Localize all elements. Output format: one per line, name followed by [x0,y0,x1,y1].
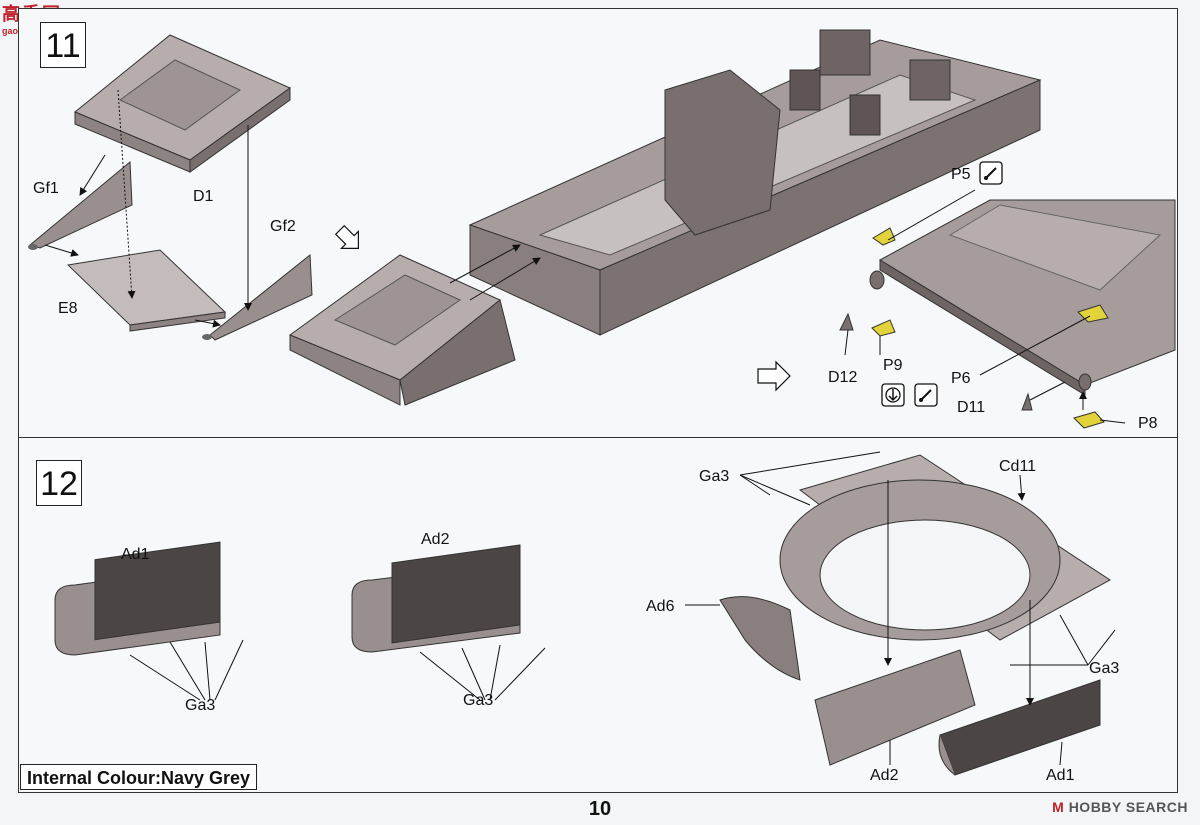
bend-icon [979,161,1003,185]
label-ad2-bottom: Ad2 [870,767,899,784]
part-d12 [839,312,854,331]
label-e8: E8 [58,300,78,317]
part-e8 [66,249,227,332]
label-p6: P6 [951,370,971,387]
part-cd11 [779,454,1111,641]
part-p5 [872,227,896,246]
label-p8: P8 [1138,415,1158,432]
internal-colour-note: Internal Colour:Navy Grey [20,764,258,790]
label-gf1: Gf1 [33,180,59,197]
label-ad2-mid: Ad2 [421,531,450,548]
part-d1 [74,34,292,173]
watermark-mark: M [1052,799,1065,815]
part-ad1-bottom [938,679,1101,776]
label-ga3-left: Ga3 [185,697,216,714]
label-ad1-bottom: Ad1 [1046,767,1075,784]
label-ad6: Ad6 [646,598,675,615]
label-d12: D12 [828,369,858,386]
step-11-number: 11 [40,22,86,68]
label-ga3-right: Ga3 [1089,660,1120,677]
step-12-number: 12 [36,460,82,506]
part-ad2-bottom [814,649,976,766]
label-d1: D1 [193,188,214,205]
label-cd11: Cd11 [999,458,1037,475]
part-ad2-mid [351,544,521,653]
label-d11: D11 [957,399,986,416]
watermark-bottom-right: M HOBBY SEARCH [1052,799,1188,815]
fold-down-icon [881,383,905,407]
page-number: 10 [588,798,612,820]
part-gf1 [28,160,133,250]
part-gf2 [202,253,313,341]
part-p9 [871,319,896,337]
part-ad6 [719,596,801,681]
hull [468,29,1042,336]
part-d11 [1021,392,1033,411]
bend-icon [914,383,938,407]
part-ad1-left [54,541,221,656]
step-divider [18,437,1178,438]
label-p9: P9 [883,357,903,374]
detail-inset [879,199,1176,396]
label-ga3-top: Ga3 [699,468,730,485]
label-gf2: Gf2 [270,218,296,235]
label-ad1-left: Ad1 [121,546,150,563]
label-p5: P5 [951,166,971,183]
part-p8 [1073,411,1105,429]
next-arrow-icon [757,360,791,392]
next-arrow-icon [334,224,359,249]
label-ga3-mid: Ga3 [463,692,494,709]
assembled-ramp [288,254,516,406]
watermark-text: HOBBY SEARCH [1068,799,1188,815]
